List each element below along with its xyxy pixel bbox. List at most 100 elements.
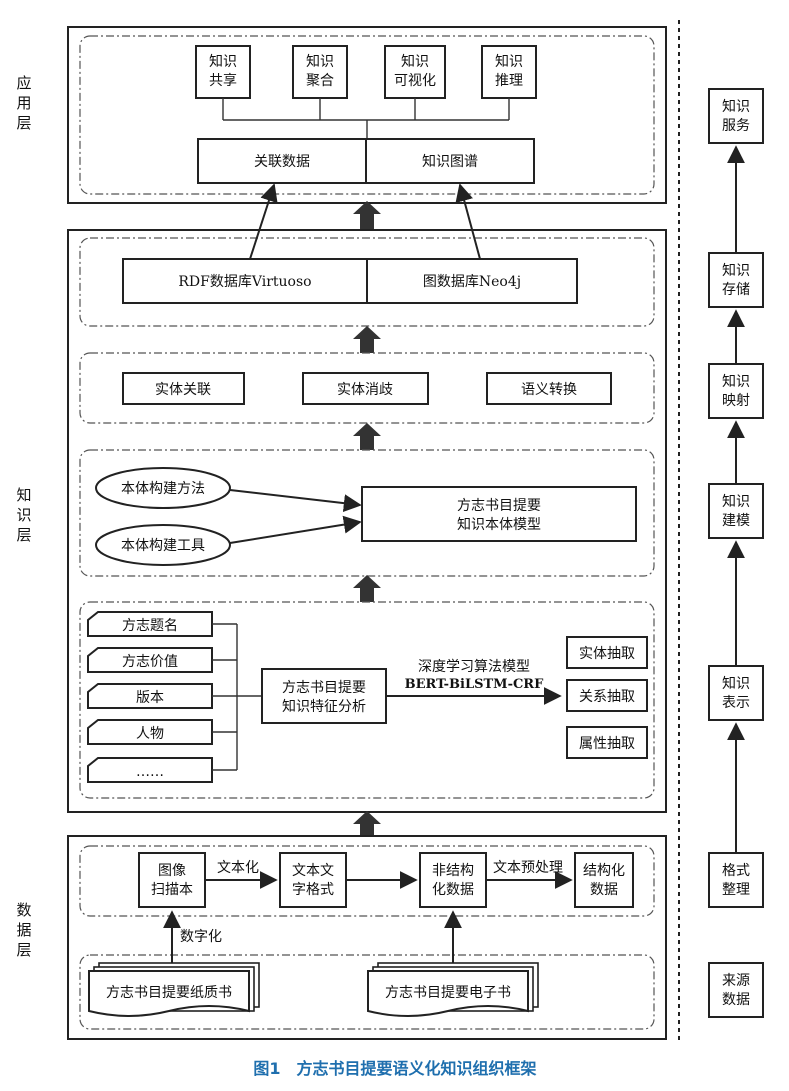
ebook-label: 方志书目提要电子书: [385, 985, 511, 1001]
unstructured-box: [419, 852, 487, 908]
tool-visualize: 知识可视化: [394, 53, 436, 89]
structured-box: [574, 852, 634, 908]
feature-edition: 版本: [136, 690, 164, 706]
dl-model-name: BERT-BiLSTM-CRF: [405, 677, 544, 692]
ontology-tool-ellipse: [95, 524, 231, 566]
ontology-model-box: [361, 486, 637, 542]
feature-person: 人物: [136, 726, 164, 742]
thick-up-arrow-2: [353, 326, 381, 353]
arrow-graph-to-kg: [455, 183, 481, 260]
flow-box-storage: [708, 252, 764, 308]
flow-box-mapping: [708, 363, 764, 419]
flow-box-source: [708, 962, 764, 1018]
data-layer-label: 数据层: [16, 901, 31, 959]
knowledge-graph-label: 知识图谱: [422, 153, 478, 170]
thick-up-arrow-1: [353, 201, 381, 229]
thick-up-arrow-4: [353, 575, 381, 602]
entity-disambig-label: 实体消歧: [337, 382, 393, 398]
rdf-store-label: RDF数据库Virtuoso: [178, 274, 311, 290]
feature-etc: ……: [136, 764, 164, 780]
tool-reason: 知识推理: [495, 53, 523, 89]
semantic-convert-label: 语义转换: [521, 381, 577, 398]
feature-box-value: [87, 647, 213, 673]
flow-storage: 知识存储: [722, 262, 750, 298]
flow-box-service: [708, 88, 764, 144]
paper-book-layer-1: [88, 970, 250, 1017]
feature-box-etc: [87, 757, 213, 783]
feature-box-title: [87, 611, 213, 637]
paper-book-stack: [88, 962, 260, 1017]
process-dashed-group: [79, 845, 655, 917]
preprocess-label: 文本预处理: [493, 860, 563, 876]
feature-value: 方志价值: [122, 654, 178, 670]
ebook-layer-1: [367, 970, 529, 1017]
unstructured-label: 非结构化数据: [432, 863, 474, 898]
to-text-label: 文本化: [217, 860, 259, 876]
thick-up-arrow-3: [353, 423, 381, 450]
arrow-method-to-model: [229, 489, 362, 513]
task-entity-box: [566, 636, 648, 669]
feature-box-person: [87, 719, 213, 745]
flow-box-modeling: [708, 483, 764, 539]
ontology-method-ellipse: [95, 467, 231, 509]
feature-bracket: [212, 623, 262, 771]
task-attribute: 属性抽取: [579, 736, 635, 752]
dl-model-label: 深度学习算法模型: [418, 659, 530, 675]
semantic-convert-box: [486, 372, 612, 405]
scan-label: 图像扫描本: [151, 863, 193, 898]
flow-box-representation: [708, 665, 764, 721]
text-format-label: 文本文字格式: [292, 863, 334, 898]
structured-label: 结构化数据: [583, 863, 625, 898]
digitize-label: 数字化: [180, 929, 222, 945]
entity-link-box: [122, 372, 245, 405]
knowledge-graph-box: [365, 138, 535, 184]
application-dashed-group: [79, 35, 655, 195]
task-relation-box: [566, 679, 648, 712]
flow-formatting: 格式整理: [722, 863, 750, 898]
knowledge-layer-label: 知识层: [16, 486, 31, 544]
source-dashed-group: [79, 954, 655, 1030]
ontology-dashed-group: [79, 449, 655, 577]
task-entity: 实体抽取: [579, 646, 635, 662]
arrow-tool-to-model: [229, 515, 362, 544]
entity-disambig-box: [302, 372, 429, 405]
linked-data-label: 关联数据: [254, 154, 310, 170]
extraction-dashed-group: [79, 601, 655, 799]
paper-book-label: 方志书目提要纸质书: [106, 985, 232, 1001]
flow-column: 知识服务 知识存储 知识映射 知识建模 知识表示 格式整理 来源数据: [708, 88, 764, 1018]
task-attribute-box: [566, 726, 648, 759]
feature-analysis-label: 方志书目提要知识特征分析: [282, 680, 366, 715]
graph-store-box: [366, 258, 578, 304]
tool-share: 知识共享: [209, 53, 237, 89]
tool-box-reason: [481, 45, 537, 99]
scan-box: [138, 852, 206, 908]
flow-service: 知识服务: [722, 98, 750, 134]
feature-analysis-box: [261, 668, 387, 724]
arrow-rdf-to-linked: [249, 183, 278, 260]
flow-modeling: 知识建模: [722, 493, 750, 529]
ontology-tool-label: 本体构建工具: [121, 538, 205, 554]
data-layer-frame: [67, 835, 667, 1040]
tool-aggregate: 知识聚合: [306, 53, 334, 89]
feature-title: 方志题名: [122, 618, 178, 634]
ontology-method-label: 本体构建方法: [121, 481, 205, 497]
application-layer-label: 应用层: [16, 74, 31, 132]
feature-list: 方志题名 方志价值 版本 人物 ……: [87, 611, 213, 783]
application-tools: 知识共享 知识聚合 知识可视化 知识推理: [195, 45, 537, 99]
figure-caption: 图1 方志书目提要语义化知识组织框架: [253, 1059, 536, 1078]
flow-box-formatting: [708, 852, 764, 908]
rdf-store-box: [122, 258, 368, 304]
ontology-model-label: 方志书目提要知识本体模型: [457, 498, 541, 533]
task-relation: 关系抽取: [579, 689, 635, 705]
feature-box-edition: [87, 683, 213, 709]
thick-up-arrow-5: [353, 811, 381, 836]
flow-mapping: 知识映射: [722, 373, 750, 409]
graph-store-label: 图数据库Neo4j: [423, 274, 521, 290]
flow-source: 来源数据: [722, 973, 750, 1008]
ebook-stack: [367, 962, 539, 1017]
entity-link-label: 实体关联: [155, 382, 211, 398]
text-format-box: [279, 852, 347, 908]
tool-connector-lines: [222, 98, 510, 139]
flow-representation: 知识表示: [722, 675, 750, 711]
